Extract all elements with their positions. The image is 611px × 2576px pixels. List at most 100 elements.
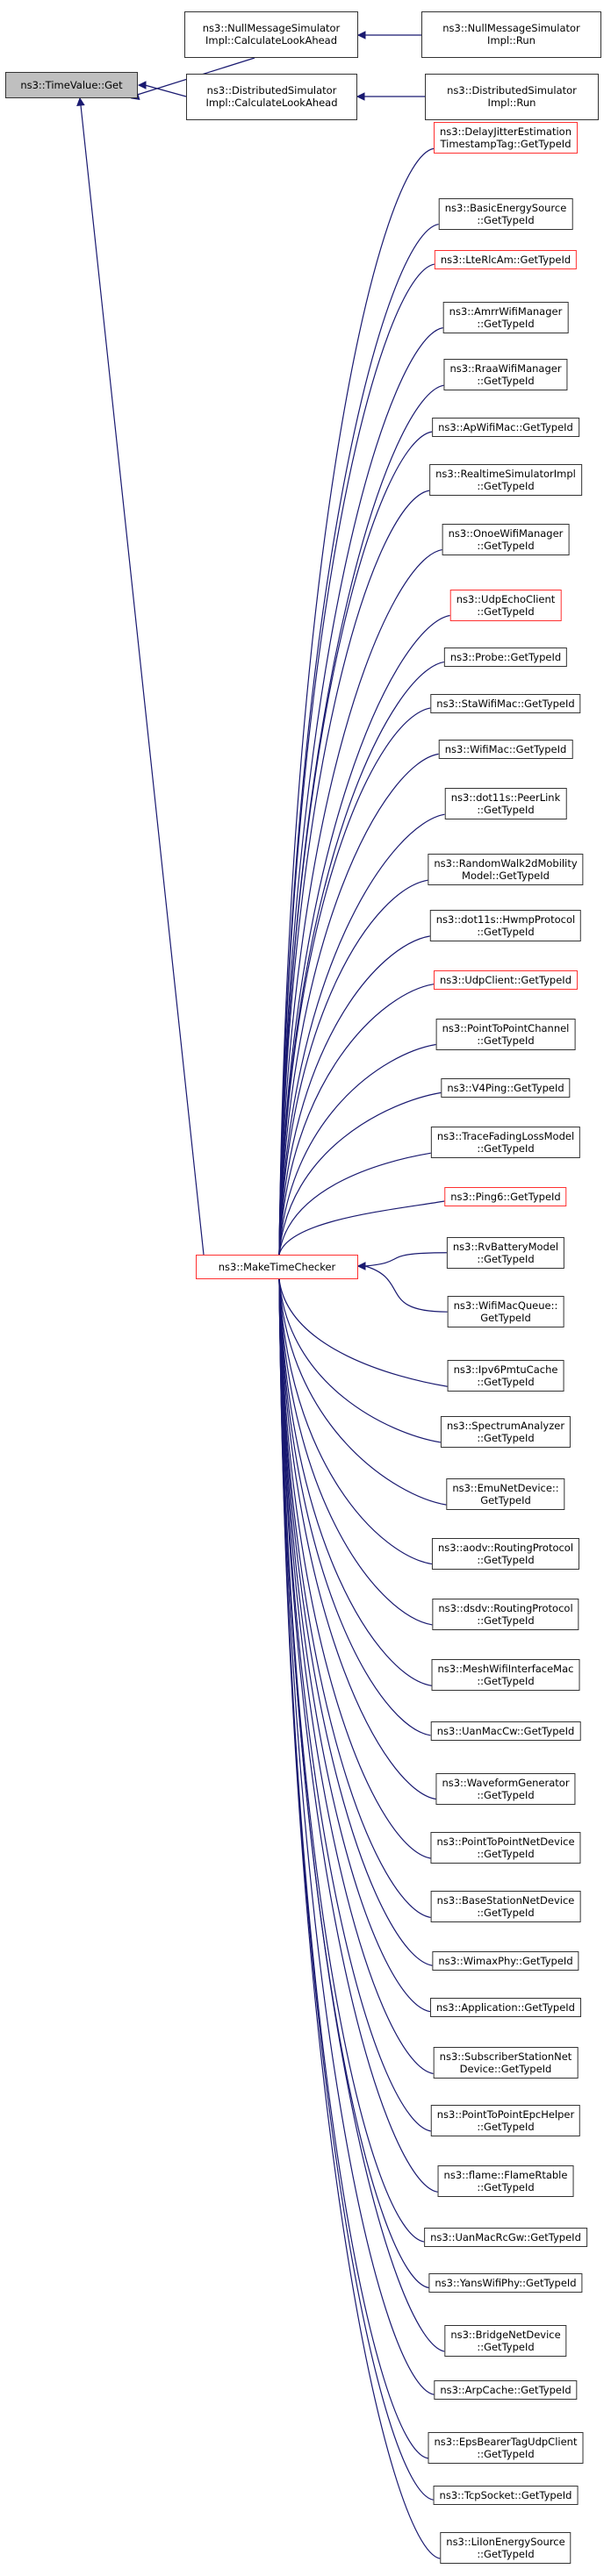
node-caller-36[interactable]: ns3::flame::FlameRtable::GetTypeId xyxy=(437,2165,574,2198)
node-label: ns3::flame::FlameRtable xyxy=(443,2169,568,2182)
node-caller-24[interactable]: ns3::EmuNetDevice::GetTypeId xyxy=(446,1478,565,1511)
call-edge xyxy=(278,1278,433,1626)
node-caller-6[interactable]: ns3::RealtimeSimulatorImpl::GetTypeId xyxy=(429,464,582,497)
node-label: ns3::V4Ping::GetTypeId xyxy=(447,1082,564,1095)
node-label: ns3::UdpClient::GetTypeId xyxy=(439,973,572,986)
call-edge xyxy=(278,1278,436,1800)
call-edge xyxy=(278,1152,432,1256)
node-caller-2[interactable]: ns3::LteRlcAm::GetTypeId xyxy=(434,250,578,270)
node-label: GetTypeId xyxy=(480,1494,531,1507)
node-label: ::GetTypeId xyxy=(477,213,535,226)
node-label: ns3::StaWifiMac::GetTypeId xyxy=(436,697,575,710)
node-caller-39[interactable]: ns3::BridgeNetDevice::GetTypeId xyxy=(444,2325,567,2358)
node-caller-33[interactable]: ns3::Application::GetTypeId xyxy=(430,1997,581,2017)
node-caller-35[interactable]: ns3::PointToPointEpcHelper::GetTypeId xyxy=(430,2105,581,2136)
node-caller-21[interactable]: ns3::WifiMacQueue::GetTypeId xyxy=(447,1296,564,1328)
node-caller-37[interactable]: ns3::UanMacRcGw::GetTypeId xyxy=(424,2228,587,2248)
node-caller-25[interactable]: ns3::aodv::RoutingProtocol::GetTypeId xyxy=(431,1537,580,1570)
node-label: ns3::TcpSocket::GetTypeId xyxy=(439,2489,572,2502)
node-caller-42[interactable]: ns3::TcpSocket::GetTypeId xyxy=(433,2486,579,2506)
node-caller-40[interactable]: ns3::ArpCache::GetTypeId xyxy=(434,2380,578,2401)
node-label: ::GetTypeId xyxy=(477,1376,535,1389)
call-edge xyxy=(278,1278,431,2013)
call-edge xyxy=(278,327,443,1256)
node-caller-17[interactable]: ns3::V4Ping::GetTypeId xyxy=(441,1078,571,1098)
node-label: ns3::TimeValue::Get xyxy=(20,79,123,91)
node-label: ns3::WifiMac::GetTypeId xyxy=(444,743,567,756)
call-edge xyxy=(364,1252,448,1267)
node-label: ns3::RvBatteryModel xyxy=(452,1240,559,1253)
call-edge xyxy=(278,1278,441,2559)
node-caller-3[interactable]: ns3::AmrrWifiManager::GetTypeId xyxy=(442,301,569,333)
node-caller-5[interactable]: ns3::ApWifiMac::GetTypeId xyxy=(432,418,579,438)
call-edge xyxy=(278,1278,445,2352)
node-label: ns3::RraaWifiManager xyxy=(449,362,562,376)
node-label: ns3::AmrrWifiManager xyxy=(449,304,563,318)
node-caller-19[interactable]: ns3::Ping6::GetTypeId xyxy=(444,1187,567,1206)
node-caller-8[interactable]: ns3::UdpEchoClient::GetTypeId xyxy=(449,589,562,621)
node-caller-12[interactable]: ns3::dot11s::PeerLink::GetTypeId xyxy=(444,788,567,820)
node-label: ::GetTypeId xyxy=(477,2341,535,2354)
node-timevalue-get[interactable]: ns3::TimeValue::Get xyxy=(5,72,138,98)
node-caller-18[interactable]: ns3::TraceFadingLossModel::GetTypeId xyxy=(430,1127,581,1159)
node-caller-15[interactable]: ns3::UdpClient::GetTypeId xyxy=(433,970,579,990)
call-edge xyxy=(278,1278,428,2459)
call-edge xyxy=(278,984,435,1256)
call-edge xyxy=(278,879,428,1256)
node-caller-29[interactable]: ns3::WaveformGenerator::GetTypeId xyxy=(435,1772,576,1805)
node-caller-41[interactable]: ns3::EpsBearerTagUdpClient::GetTypeId xyxy=(428,2431,584,2464)
call-edge xyxy=(278,753,439,1256)
node-caller-1[interactable]: ns3::BasicEnergySource::GetTypeId xyxy=(438,197,573,230)
node-caller-20[interactable]: ns3::RvBatteryModel::GetTypeId xyxy=(446,1236,565,1269)
node-caller-23[interactable]: ns3::SpectrumAnalyzer::GetTypeId xyxy=(440,1415,571,1448)
node-label: ns3::UdpEchoClient xyxy=(456,592,556,605)
node-caller-10[interactable]: ns3::StaWifiMac::GetTypeId xyxy=(430,693,581,713)
node-caller-14[interactable]: ns3::dot11s::HwmpProtocol::GetTypeId xyxy=(429,909,582,941)
node-label: ::GetTypeId xyxy=(477,375,535,388)
call-edge xyxy=(278,147,435,1256)
node-caller-32[interactable]: ns3::WimaxPhy::GetTypeId xyxy=(432,1951,579,1971)
node-caller-43[interactable]: ns3::LiIonEnergySource::GetTypeId xyxy=(440,2532,571,2565)
node-label: ns3::LteRlcAm::GetTypeId xyxy=(440,254,571,267)
node-caller-28[interactable]: ns3::UanMacCw::GetTypeId xyxy=(430,1721,581,1741)
call-edge xyxy=(278,1278,433,1565)
node-caller-7[interactable]: ns3::OnoeWifiManager::GetTypeId xyxy=(442,523,570,555)
call-edge xyxy=(278,1278,448,1387)
call-edge xyxy=(278,431,433,1256)
arrowhead-icon xyxy=(356,31,366,39)
node-caller-27[interactable]: ns3::MeshWifiInterfaceMac::GetTypeId xyxy=(431,1659,580,1692)
node-caller-9[interactable]: ns3::Probe::GetTypeId xyxy=(443,648,568,668)
node-caller-16[interactable]: ns3::PointToPointChannel::GetTypeId xyxy=(435,1018,576,1050)
call-edge xyxy=(278,614,450,1256)
node-label: ns3::OnoeWifiManager xyxy=(448,526,564,540)
node-caller-22[interactable]: ns3::Ipv6PmtuCache::GetTypeId xyxy=(447,1360,564,1392)
call-edge xyxy=(278,1043,436,1256)
node-label: ns3::dot11s::HwmpProtocol xyxy=(435,912,576,926)
node-label: Impl::CalculateLookAhead xyxy=(205,97,338,109)
node-caller-4[interactable]: ns3::RraaWifiManager::GetTypeId xyxy=(443,359,568,391)
call-edge xyxy=(278,548,442,1256)
call-edge xyxy=(144,84,187,97)
node-label: ::GetTypeId xyxy=(477,2181,535,2194)
node-caller-26[interactable]: ns3::dsdv::RoutingProtocol::GetTypeId xyxy=(432,1598,579,1630)
node-maketimechecker[interactable]: ns3::MakeTimeChecker xyxy=(196,1255,358,1279)
arrowhead-icon xyxy=(137,81,147,89)
call-edge xyxy=(278,1278,442,1443)
call-edge xyxy=(278,490,430,1256)
node-label: ::GetTypeId xyxy=(477,1142,535,1156)
node-caller-11[interactable]: ns3::WifiMac::GetTypeId xyxy=(438,740,573,760)
node-caller-31[interactable]: ns3::BaseStationNetDevice::GetTypeId xyxy=(430,1891,581,1923)
node-label: ns3::DistributedSimulator xyxy=(206,84,337,97)
node-caller-38[interactable]: ns3::YansWifiPhy::GetTypeId xyxy=(428,2273,583,2293)
node-label: ::GetTypeId xyxy=(477,1553,535,1566)
node-caller-30[interactable]: ns3::PointToPointNetDevice::GetTypeId xyxy=(430,1831,581,1864)
node-label: ns3::EpsBearerTagUdpClient xyxy=(434,2435,578,2448)
node-label: ns3::DelayJitterEstimation xyxy=(440,125,571,139)
